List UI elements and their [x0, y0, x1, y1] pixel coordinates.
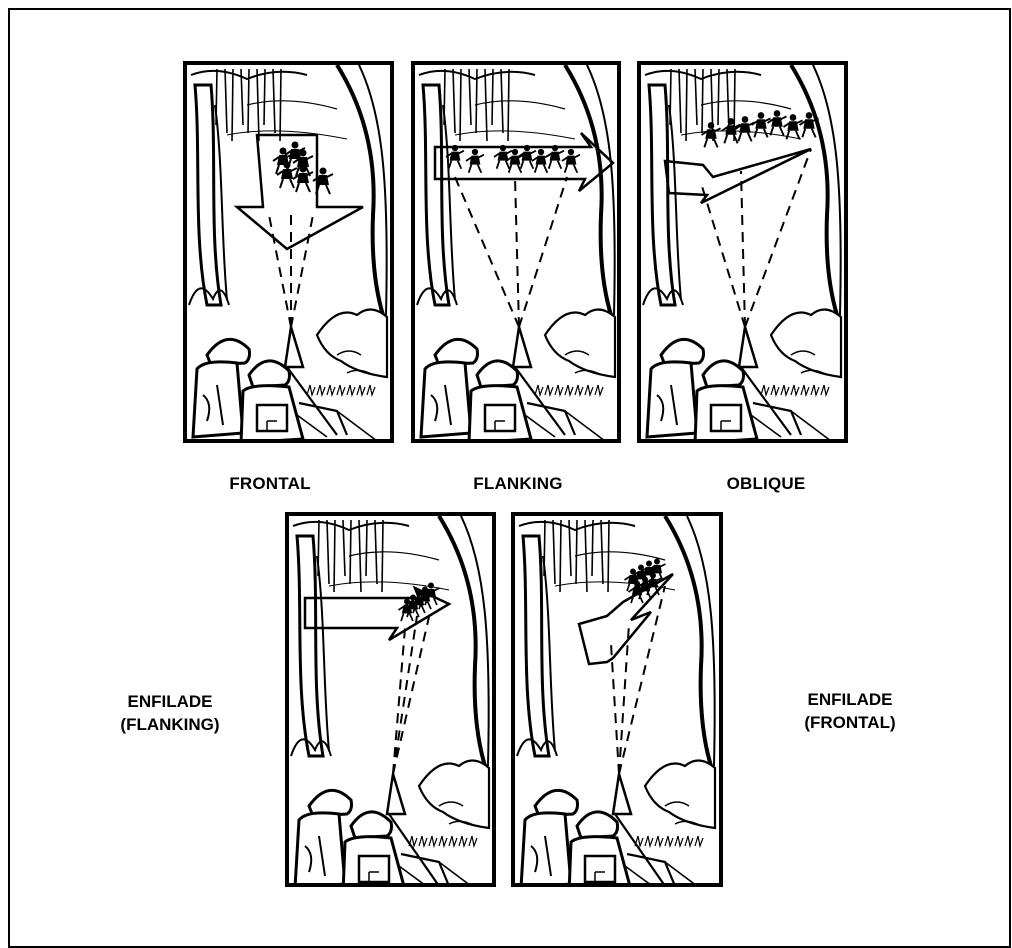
bush-left	[291, 739, 331, 756]
tree-trunk-right	[665, 516, 711, 766]
enemy-soldier-icon	[277, 162, 297, 189]
backpack	[711, 405, 741, 431]
panel-frontal	[183, 61, 394, 443]
tree-trunk-right	[791, 65, 837, 315]
rock-right	[419, 760, 489, 828]
backpack	[257, 405, 287, 431]
label-enfilade-flanking: ENFILADE (FLANKING)	[100, 690, 240, 736]
fire-line	[455, 177, 519, 327]
label-enfilade-frontal-line1: ENFILADE	[780, 688, 920, 711]
tree-trunk-right	[337, 65, 383, 315]
backpack	[359, 856, 389, 882]
enemy-soldier-icon	[546, 145, 564, 169]
fire-line	[269, 215, 291, 327]
backpack	[485, 405, 515, 431]
enemy-soldier-icon	[784, 114, 803, 139]
fire-line	[393, 616, 417, 774]
panel-flanking	[411, 61, 621, 443]
backpack	[585, 856, 615, 882]
rock-right	[771, 309, 841, 377]
arrow-down-left-icon	[665, 149, 811, 203]
rock-right	[545, 309, 615, 377]
panel-illustration	[289, 516, 492, 883]
panel-enfilade-flanking	[285, 512, 496, 887]
fire-line	[291, 215, 313, 327]
bush-left	[417, 288, 457, 305]
panel-illustration	[641, 65, 844, 439]
helmet-icon	[351, 812, 392, 838]
label-enfilade-flanking-line1: ENFILADE	[100, 690, 240, 713]
fire-lines	[455, 177, 567, 327]
bush-left	[189, 288, 229, 305]
label-flanking: FLANKING	[458, 474, 578, 494]
panel-illustration	[515, 516, 719, 883]
panel-enfilade-frontal	[511, 512, 723, 887]
label-enfilade-frontal: ENFILADE (FRONTAL)	[780, 688, 920, 734]
helmet-icon	[577, 812, 618, 838]
enemy-soldier-icon	[494, 145, 512, 169]
machine-gun-icon	[513, 327, 531, 367]
bush-left	[643, 288, 683, 305]
fire-line	[519, 177, 567, 327]
machine-gun-icon	[613, 774, 631, 814]
enemy-soldier-icon	[702, 122, 721, 147]
fire-line	[701, 183, 745, 327]
panel-illustration	[415, 65, 617, 439]
label-enfilade-frontal-line2: (FRONTAL)	[780, 711, 920, 734]
helmet-icon	[703, 361, 744, 387]
helmet-icon	[249, 361, 290, 387]
machine-gun-icon	[387, 774, 405, 814]
helmet-icon	[477, 361, 518, 387]
rock-right	[645, 760, 715, 828]
panel-illustration	[187, 65, 390, 439]
machine-gun-icon	[739, 327, 757, 367]
fire-lines	[611, 586, 665, 774]
bush-left	[517, 739, 557, 756]
soldier-body-left	[421, 362, 471, 437]
soldier-body-left	[647, 362, 697, 437]
soldier-body-left	[193, 362, 243, 437]
rock-right	[317, 309, 387, 377]
label-oblique: OBLIQUE	[706, 474, 826, 494]
tree-trunk-right	[565, 65, 611, 315]
enemy-soldier-icon	[736, 116, 755, 141]
enemy-soldier-icon	[562, 149, 580, 173]
enemy-soldier-icon	[532, 149, 550, 173]
arrow-right-icon	[435, 133, 613, 191]
fire-line	[611, 644, 619, 774]
enemy-soldier-icon	[768, 110, 787, 135]
label-enfilade-flanking-line2: (FLANKING)	[100, 713, 240, 736]
fire-line	[741, 171, 745, 327]
fire-lines	[269, 215, 313, 327]
enemy-soldier-icon	[466, 149, 484, 173]
panel-oblique	[637, 61, 848, 443]
tree-trunk-right	[439, 516, 485, 766]
machine-gun-icon	[285, 327, 303, 367]
label-frontal: FRONTAL	[210, 474, 330, 494]
fire-line	[515, 177, 519, 327]
